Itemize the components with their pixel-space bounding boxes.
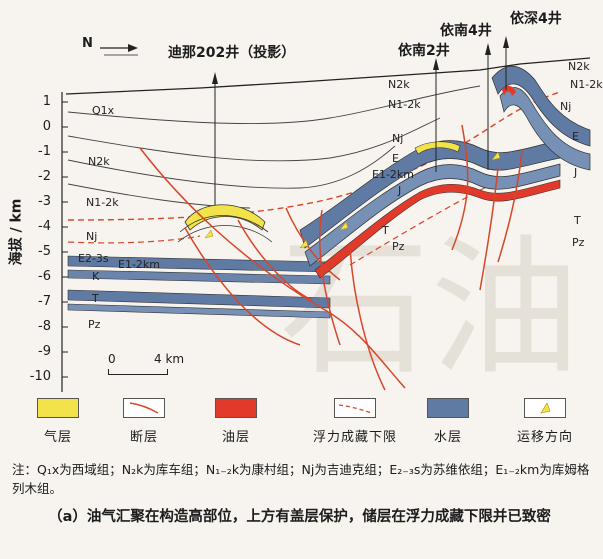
footnote: 注：Q₁x为西域组；N₂k为库车组；N₁₋₂k为康村组；Nj为吉迪克组；E₂₋₃… <box>12 462 590 496</box>
formation-label: E2-3s <box>78 252 109 265</box>
formation-label: E1-2km <box>118 258 161 271</box>
formation-label: T <box>574 214 581 227</box>
central-anticline <box>299 139 561 279</box>
well-bores <box>214 48 507 205</box>
legend-gas: 气层 <box>18 398 98 445</box>
ground-surface <box>65 57 591 95</box>
formation-label: Q1x <box>92 104 115 117</box>
formation-label: T <box>92 292 99 305</box>
y-tick-label: -4 <box>38 219 51 234</box>
well-label-yinan2: 依南2井 <box>398 43 450 59</box>
formation-label: Pz <box>572 236 585 249</box>
formation-label: Pz <box>88 318 101 331</box>
scale-zero: 0 <box>108 352 116 366</box>
y-tick-label: -5 <box>38 244 51 259</box>
y-tick-label: -7 <box>38 294 51 309</box>
migration-arrows <box>204 151 501 249</box>
formation-label: T <box>382 224 389 237</box>
y-tick-label: 0 <box>42 119 51 134</box>
y-tick-label: -3 <box>38 194 51 209</box>
north-label: N <box>82 36 93 51</box>
legend-fault: 断层 <box>104 398 184 445</box>
well-heads <box>212 36 509 84</box>
formation-label: N2k <box>568 60 590 73</box>
scale-end: 4 km <box>154 352 185 366</box>
legend-buoyancy-limit: 浮力成藏下限 <box>300 398 410 445</box>
formation-label: K <box>92 270 100 283</box>
formation-label: N2k <box>88 155 110 168</box>
formation-label: E <box>572 130 579 143</box>
y-tick-label: -2 <box>38 169 51 184</box>
formation-label: Nj <box>86 230 98 243</box>
y-ticks <box>62 101 68 378</box>
formation-label: N1-2k <box>570 78 603 91</box>
y-tick-label: -10 <box>29 369 51 384</box>
y-tick-label: -8 <box>38 319 51 334</box>
formation-label: Pz <box>392 240 405 253</box>
faults <box>139 124 523 391</box>
scale-bar: 0 4 km <box>104 352 188 382</box>
legend-migration: 运移方向 <box>500 398 590 445</box>
formation-label: Nj <box>560 100 572 113</box>
oil-layer <box>314 179 561 279</box>
formation-label: J <box>574 166 578 179</box>
well-label-yinan4: 依南4井 <box>440 23 492 39</box>
formation-label: Nj <box>392 132 404 145</box>
well-label-dina202: 迪那202井（投影） <box>168 45 296 61</box>
y-tick-label: -1 <box>38 144 51 159</box>
formation-label: N1-2k <box>388 98 421 111</box>
formation-label: N1-2k <box>86 196 119 209</box>
formation-label: E <box>392 152 399 165</box>
y-tick-label: 1 <box>42 94 51 109</box>
y-tick-label: -6 <box>38 269 51 284</box>
left-water-layers <box>67 255 331 319</box>
formation-label: E1-2km <box>372 168 415 181</box>
figure-caption: （a）油气汇聚在构造高部位，上方有盖层保护，储层在浮力成藏下限并已致密 <box>48 509 551 525</box>
well-label-yishen4: 依深4井 <box>510 11 562 27</box>
formation-label: J <box>398 184 402 197</box>
legend-water: 水层 <box>408 398 488 445</box>
formation-label: N2k <box>388 78 410 91</box>
left-anticline-gas <box>184 204 266 231</box>
y-tick-label: -9 <box>38 344 51 359</box>
legend-oil: 油层 <box>196 398 276 445</box>
